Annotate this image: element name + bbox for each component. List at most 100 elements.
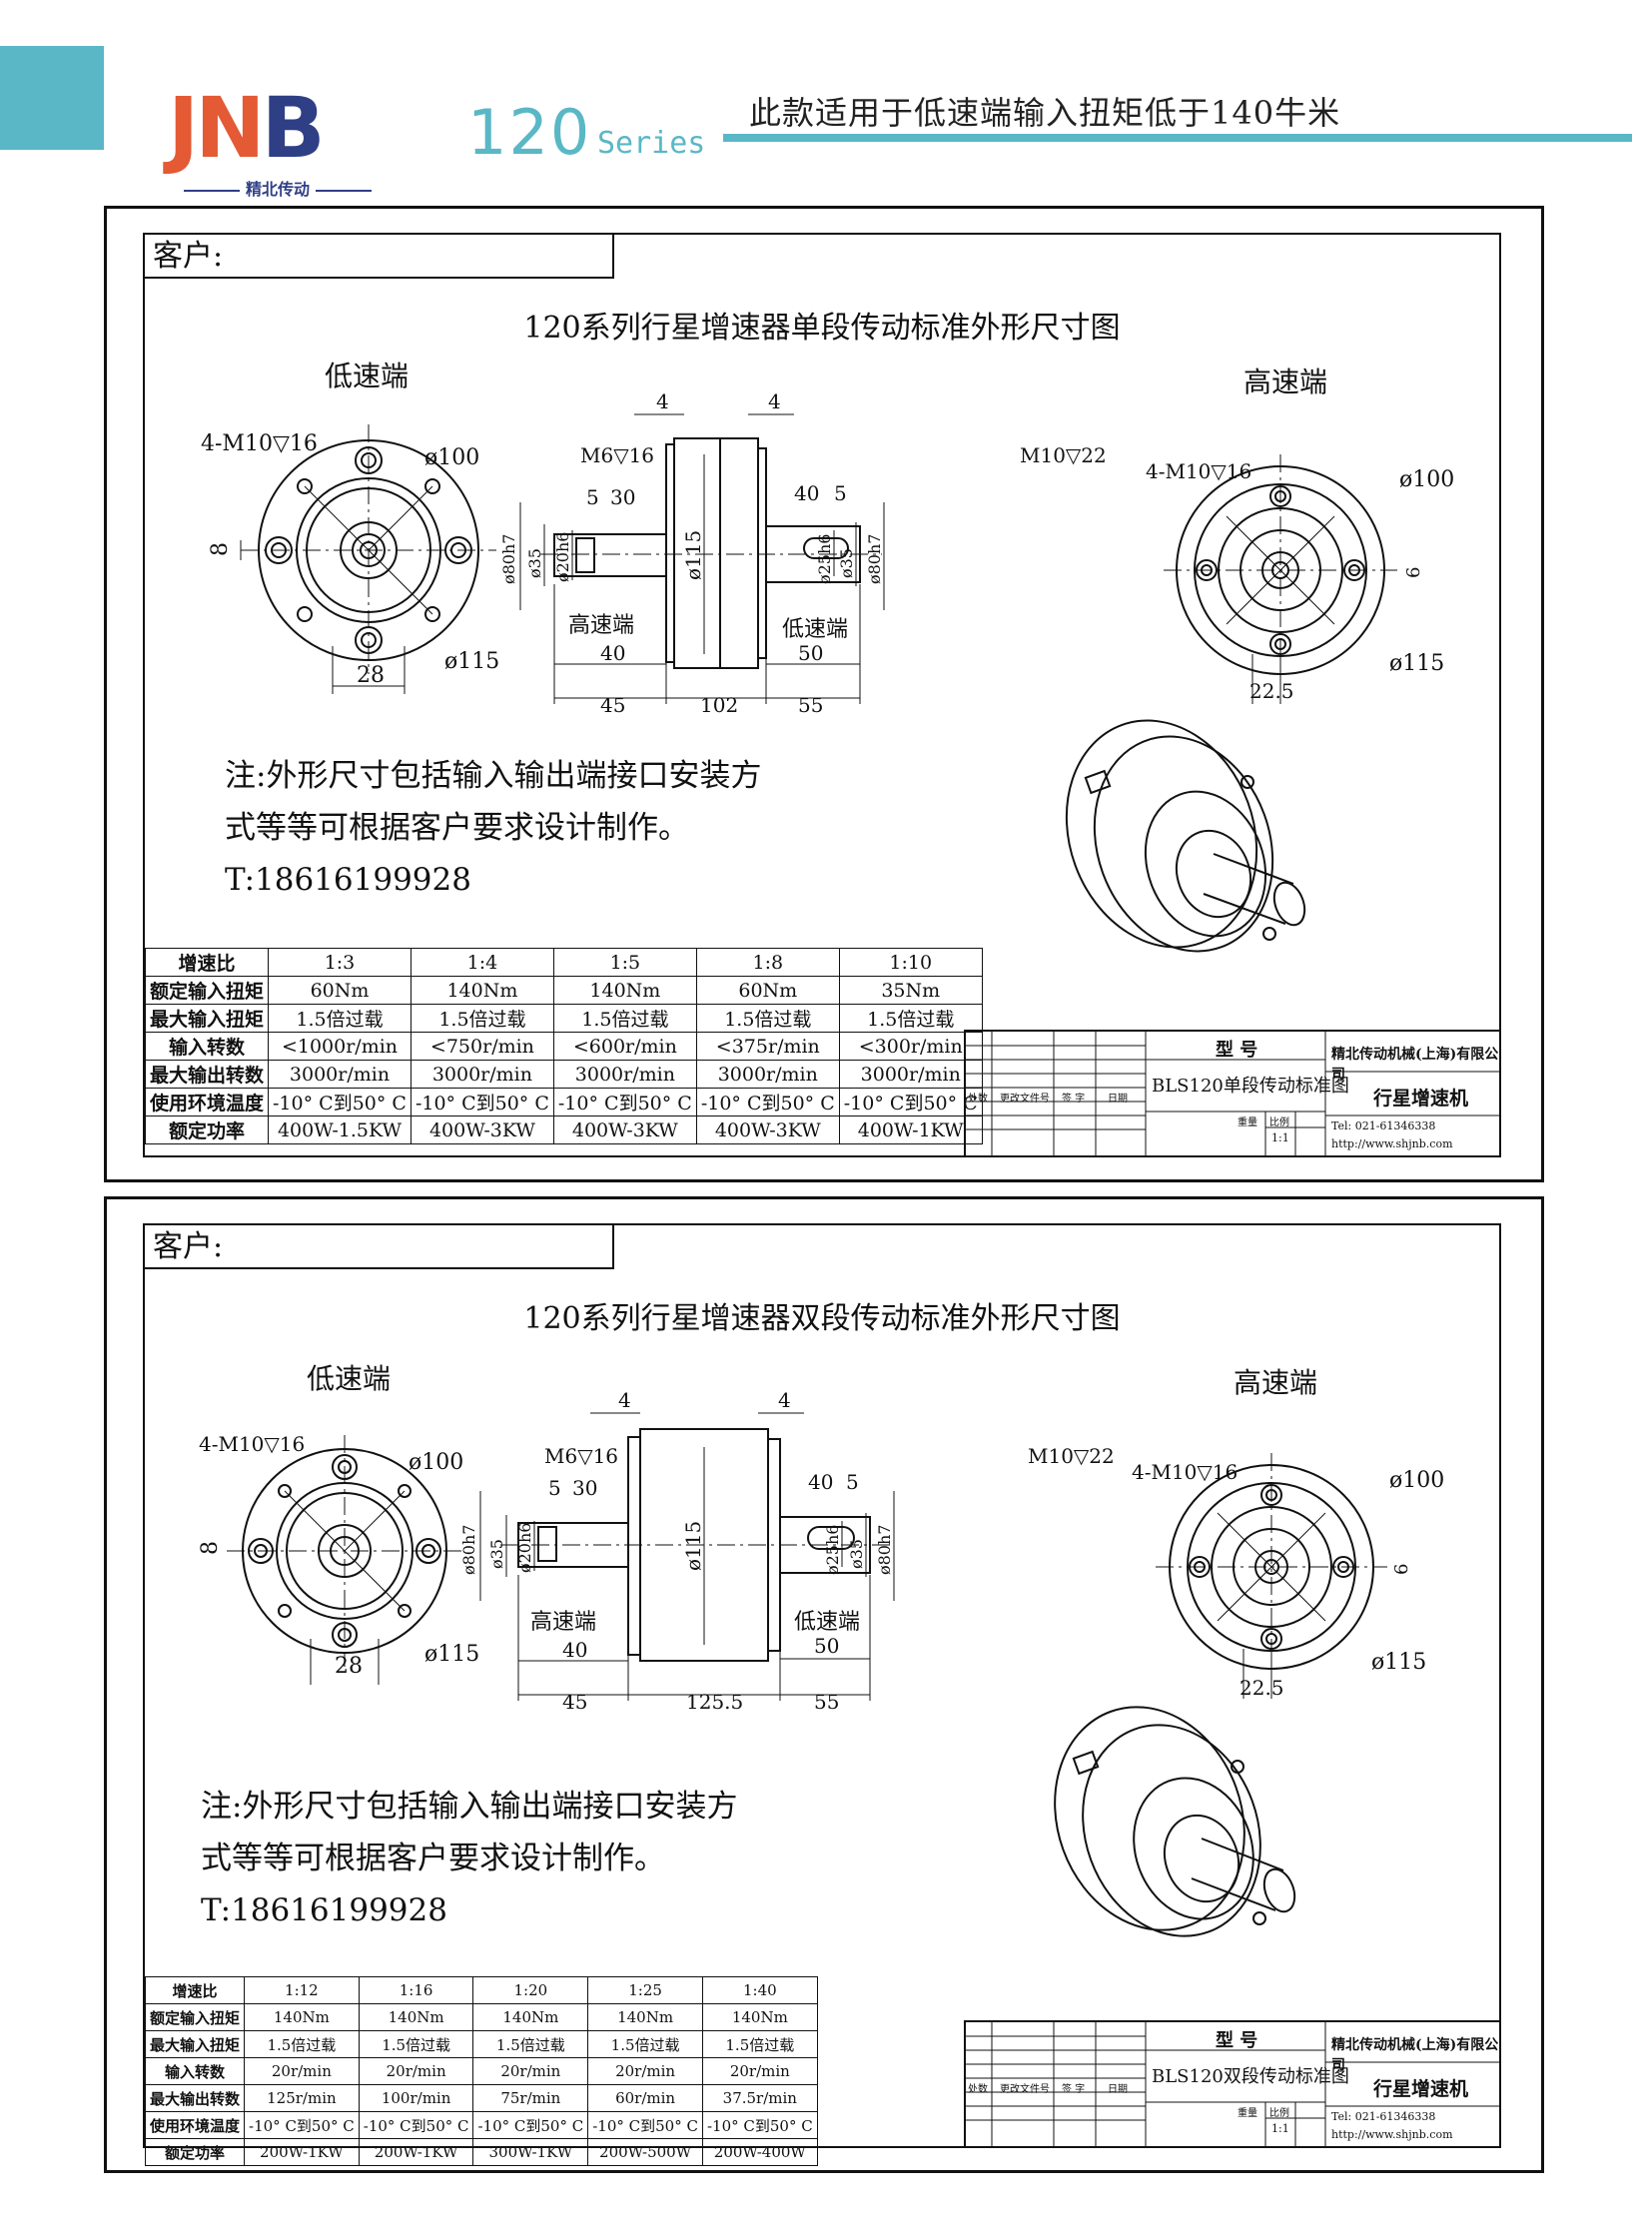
table-header-cell: 1:3 (268, 948, 412, 977)
table-cell: 20r/min (358, 2057, 474, 2085)
table-cell: 1.5倍过载 (701, 2030, 818, 2058)
d-right-1: ø25h6 (815, 534, 834, 584)
table-cell: 最大输出转数 (144, 2084, 246, 2112)
d-left-2: ø35 (487, 1539, 506, 1569)
table-row: 最大输出转数 125r/min 100r/min 75r/min 60r/min… (144, 2084, 818, 2112)
table-cell: 20r/min (472, 2057, 589, 2085)
tb-scale: 1:1 (1271, 1131, 1289, 1144)
len-left-dim: 45 (562, 1690, 587, 1714)
table-row: 使用环境温度 -10° C到50° C -10° C到50° C -10° C到… (144, 2111, 818, 2139)
series-word: Series (597, 126, 706, 161)
table-cell: 75r/min (472, 2084, 589, 2112)
right-width-dim: 22.5 (1239, 1676, 1284, 1700)
table-cell: 200W-1KW (244, 2138, 360, 2166)
table-cell: 最大输入扭矩 (144, 2030, 246, 2058)
table-row: 最大输出转数 3000r/min 3000r/min 3000r/min 300… (144, 1060, 983, 1089)
table-cell: 140Nm (410, 976, 554, 1005)
left-bolt-callout: 4-M10▽16 (199, 1432, 305, 1456)
key-left-a: 5 (548, 1476, 561, 1500)
table-cell: 1.5倍过载 (838, 1004, 983, 1033)
table-cell: 输入转数 (144, 2057, 246, 2085)
drawing-frame: 客户: 120系列行星增速器单段传动标准外形尺寸图 (143, 233, 1501, 1157)
table-cell: 20r/min (701, 2057, 818, 2085)
key-left-a: 5 (586, 485, 599, 509)
high-speed-end-label: 高速端 (1234, 1366, 1318, 1399)
tb-weight-label: 重量 (1238, 2108, 1257, 2119)
tb-col-label: 签 字 (1062, 1094, 1086, 1105)
table-cell: 400W-3KW (695, 1115, 840, 1144)
table-cell: 额定功率 (144, 1115, 270, 1144)
tb-weight-label: 重量 (1238, 1117, 1257, 1128)
table-cell: 125r/min (244, 2084, 360, 2112)
customer-field: 客户: (145, 235, 614, 279)
left-od-callout: ø115 (424, 1642, 479, 1667)
phone-number: T:18616199928 (201, 1892, 447, 1928)
d-left-3: ø20h6 (515, 1523, 534, 1573)
drawing-sheet-single-stage: 客户: 120系列行星增速器单段传动标准外形尺寸图 (104, 206, 1544, 1182)
logo-subtitle: 精北传动 (168, 176, 388, 200)
right-bolt-callout: 4-M10▽16 (1132, 1460, 1238, 1484)
table-cell: <600r/min (552, 1032, 697, 1061)
right-tap-callout: M10▽22 (1028, 1444, 1115, 1468)
side-low-label: 低速端 (794, 1610, 860, 1635)
table-cell: 60r/min (587, 2084, 703, 2112)
low-speed-end-view (227, 1435, 462, 1685)
table-cell: 100r/min (358, 2084, 474, 2112)
table-cell: <300r/min (838, 1032, 983, 1061)
table-cell: 1.5倍过载 (695, 1004, 840, 1033)
table-header-row: 增速比 1:3 1:4 1:5 1:8 1:10 (144, 948, 983, 977)
key-right-b: 5 (846, 1470, 859, 1494)
d-body: ø115 (681, 530, 705, 580)
table-cell: 140Nm (701, 2003, 818, 2031)
table-cell: 140Nm (244, 2003, 360, 2031)
spec-table: 增速比 1:12 1:16 1:20 1:25 1:40 额定输入扭矩 140N… (144, 1976, 818, 2166)
tb-model-header: 型 号 (1216, 1040, 1258, 1061)
table-cell: -10° C到50° C (268, 1088, 412, 1116)
table-header-cell: 增速比 (144, 948, 270, 977)
d-right-2: ø35 (847, 1539, 866, 1569)
table-row: 输入转数 20r/min 20r/min 20r/min 20r/min 20r… (144, 2057, 818, 2085)
header-rule (723, 134, 1632, 142)
table-cell: 20r/min (244, 2057, 360, 2085)
table-row: 最大输入扭矩 1.5倍过载 1.5倍过载 1.5倍过载 1.5倍过载 1.5倍过… (144, 2030, 818, 2058)
right-pcd-callout: ø100 (1399, 467, 1454, 492)
tb-model: BLS120单段传动标准图 (1152, 1076, 1349, 1097)
table-header-cell: 1:10 (838, 948, 983, 977)
table-cell: <750r/min (410, 1032, 554, 1061)
table-row: 额定功率 400W-1.5KW 400W-3KW 400W-3KW 400W-3… (144, 1115, 983, 1144)
d-left-3: ø20h6 (553, 532, 572, 582)
tb-col-label: 更改文件号 (1000, 1094, 1050, 1105)
d-left-2: ø35 (525, 548, 544, 578)
logo-wordmark: JNB (168, 79, 326, 177)
left-bolt-callout: 4-M10▽16 (201, 431, 318, 456)
title-block-grid (966, 2022, 1499, 2146)
header-slogan: 此款适用于低速端输入扭矩低于140牛米 (749, 94, 1341, 132)
table-cell: 1.5倍过载 (472, 2030, 589, 2058)
flange-left-dim: 4 (656, 389, 669, 413)
isometric-view (1054, 1706, 1296, 1937)
drawing-sheet-double-stage: 客户: 120系列行星增速器双段传动标准外形尺寸图 (104, 1196, 1544, 2173)
table-cell: 37.5r/min (701, 2084, 818, 2112)
table-cell: -10° C到50° C (472, 2111, 589, 2139)
spec-table: 增速比 1:3 1:4 1:5 1:8 1:10 额定输入扭矩 60Nm 140… (144, 948, 983, 1144)
table-header-cell: 1:20 (472, 1976, 589, 2004)
right-key-dim: 6 (1403, 567, 1424, 578)
table-cell: -10° C到50° C (695, 1088, 840, 1116)
table-cell: 3000r/min (410, 1060, 554, 1089)
shaft-right-dim: 50 (814, 1634, 839, 1658)
table-cell: -10° C到50° C (410, 1088, 554, 1116)
table-cell: -10° C到50° C (587, 2111, 703, 2139)
table-cell: 额定功率 (144, 2138, 246, 2166)
technical-drawing: 4-M10▽16 ø100 ø115 8 28 M6▽16 M10▽22 4 4… (198, 1388, 1444, 1937)
table-header-cell: 1:25 (587, 1976, 703, 2004)
tb-company: 精北传动机械(上海)有限公司 (1331, 2037, 1499, 2073)
shaft-right-dim: 50 (798, 641, 823, 665)
tb-company: 精北传动机械(上海)有限公司 (1331, 1047, 1499, 1083)
tb-tel: Tel: 021-61346338 (1331, 2110, 1436, 2123)
right-bolt-callout: 4-M10▽16 (1146, 459, 1251, 483)
tb-col-label: 处数 (968, 1094, 988, 1105)
table-cell: -10° C到50° C (244, 2111, 360, 2139)
table-row: 使用环境温度 -10° C到50° C -10° C到50° C -10° C到… (144, 1088, 983, 1116)
isometric-view (1065, 719, 1306, 953)
table-cell: 1.5倍过载 (552, 1004, 697, 1033)
